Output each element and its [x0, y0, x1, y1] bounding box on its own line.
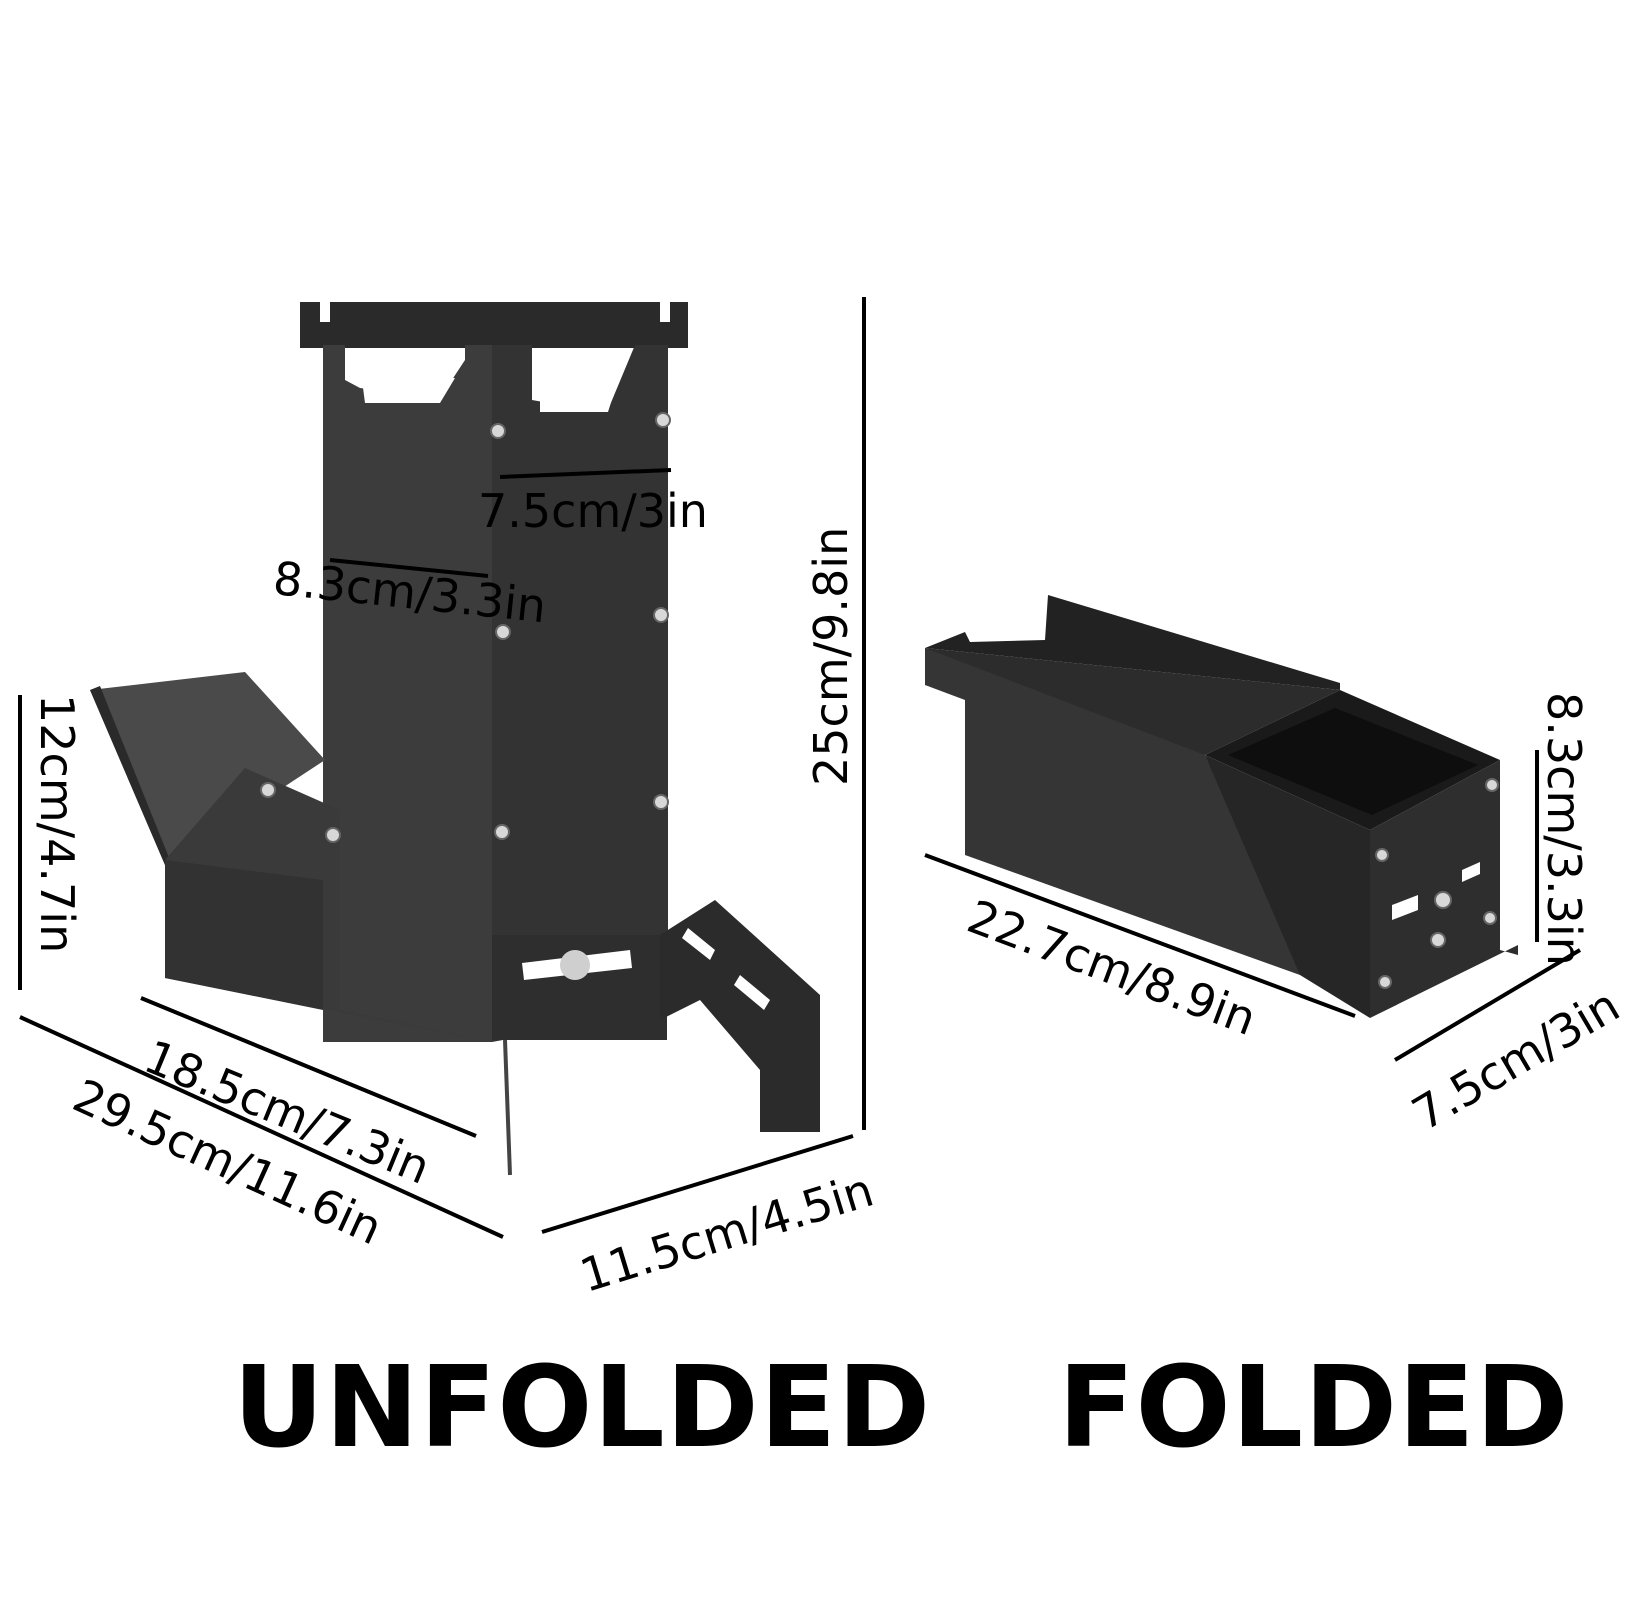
folded-stove — [925, 595, 1518, 1018]
folded-inner-opening — [1228, 708, 1478, 815]
fuel-feed-tray-edge — [90, 686, 170, 865]
folded-top-face — [925, 648, 1340, 755]
folded-end-face — [1370, 760, 1518, 1018]
dim-line-base-width — [541, 1134, 854, 1234]
dimension-lines — [18, 297, 1582, 1239]
dim-line-total-length — [19, 1015, 504, 1239]
dim-label-folded-height: 8.3cm/3.3in — [1537, 692, 1591, 966]
caption-folded: FOLDED — [1058, 1343, 1570, 1473]
dim-line-feed-length — [140, 996, 477, 1138]
folded-top-flap — [925, 595, 1340, 690]
bolts-folded — [1375, 778, 1499, 989]
dim-label-height: 25cm/9.8in — [804, 526, 858, 786]
folded-front-wedge — [1205, 755, 1370, 1018]
dim-label-top-width: 7.5cm/3in — [478, 484, 708, 538]
dim-label-feed-height: 12cm/4.7in — [30, 694, 84, 954]
dim-line-folded-length — [924, 853, 1356, 1018]
chimney-side-face — [492, 345, 668, 1042]
support-leg — [660, 900, 820, 1132]
top-opening-right — [540, 380, 618, 412]
dim-line-side-depth — [329, 558, 489, 578]
dim-line-top-width — [499, 468, 672, 479]
folded-vent-slot — [1462, 862, 1480, 882]
feed-box-front — [165, 860, 323, 1010]
leg-slot-2 — [734, 975, 770, 1010]
leg-slot-1 — [682, 928, 715, 960]
wing-nut — [560, 950, 590, 980]
chimney-front-face — [323, 345, 492, 1042]
top-opening-left — [362, 378, 455, 403]
folded-side-face — [925, 648, 1300, 975]
damper-rod — [503, 1039, 512, 1176]
unfolded-stove — [90, 302, 820, 1176]
folded-damper-slot — [1392, 895, 1418, 920]
caption-unfolded: UNFOLDED — [233, 1343, 932, 1473]
pot-support-plate — [300, 302, 688, 348]
bolts-unfolded — [260, 412, 671, 843]
dim-line-folded-width — [1393, 948, 1582, 1062]
